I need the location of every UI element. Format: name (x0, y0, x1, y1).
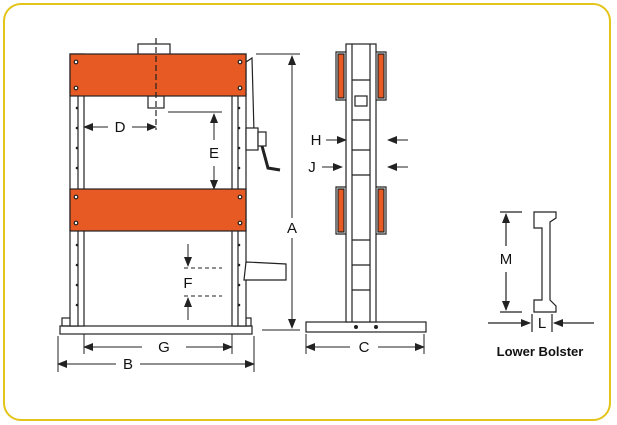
winch-bracket (243, 261, 287, 281)
bed-channel-left (337, 188, 345, 233)
label-l: L (538, 315, 546, 332)
side-column (345, 43, 377, 323)
side-ram (354, 95, 368, 107)
bolt (237, 194, 243, 200)
label-g: G (158, 339, 170, 356)
top-channel-right-outline (376, 51, 387, 101)
bolt (73, 59, 79, 65)
bolt (73, 194, 79, 200)
top-channel-left-outline (335, 51, 346, 101)
front-view (59, 38, 287, 335)
bolt (237, 220, 243, 226)
bolt (237, 59, 243, 65)
bed-channel-left-outline (335, 186, 346, 235)
bed-beam (69, 188, 247, 232)
label-e: E (209, 145, 219, 162)
label-a: A (287, 220, 297, 237)
top-channel-left (337, 53, 345, 99)
top-beam (69, 53, 247, 97)
label-d: D (115, 119, 126, 136)
bolt (237, 85, 243, 91)
label-j: J (308, 159, 316, 176)
bolster-profile (533, 211, 557, 313)
pump-hose (245, 56, 255, 133)
label-c: C (359, 339, 370, 356)
bolt (73, 220, 79, 226)
label-f: F (183, 275, 192, 292)
side-base-hole (374, 325, 379, 330)
pump-cap (257, 131, 267, 147)
side-base-hole (354, 325, 359, 330)
front-view-dimensions (57, 53, 300, 372)
label-m: M (500, 251, 513, 268)
side-view-dimensions (305, 136, 425, 354)
pump-body (245, 127, 259, 151)
top-channel-right (377, 53, 385, 99)
bed-channel-right-outline (376, 186, 387, 235)
base-plate (59, 325, 253, 335)
side-column-rungs (352, 79, 370, 291)
label-h: H (311, 132, 322, 149)
bed-channel-right (377, 188, 385, 233)
pump-handle (260, 145, 281, 172)
upright-holes (75, 106, 241, 307)
side-base (305, 321, 427, 333)
side-view (305, 43, 427, 333)
label-b: B (123, 356, 133, 373)
lower-bolster-caption: Lower Bolster (497, 344, 584, 359)
bolt (73, 85, 79, 91)
lower-bolster (488, 211, 594, 332)
